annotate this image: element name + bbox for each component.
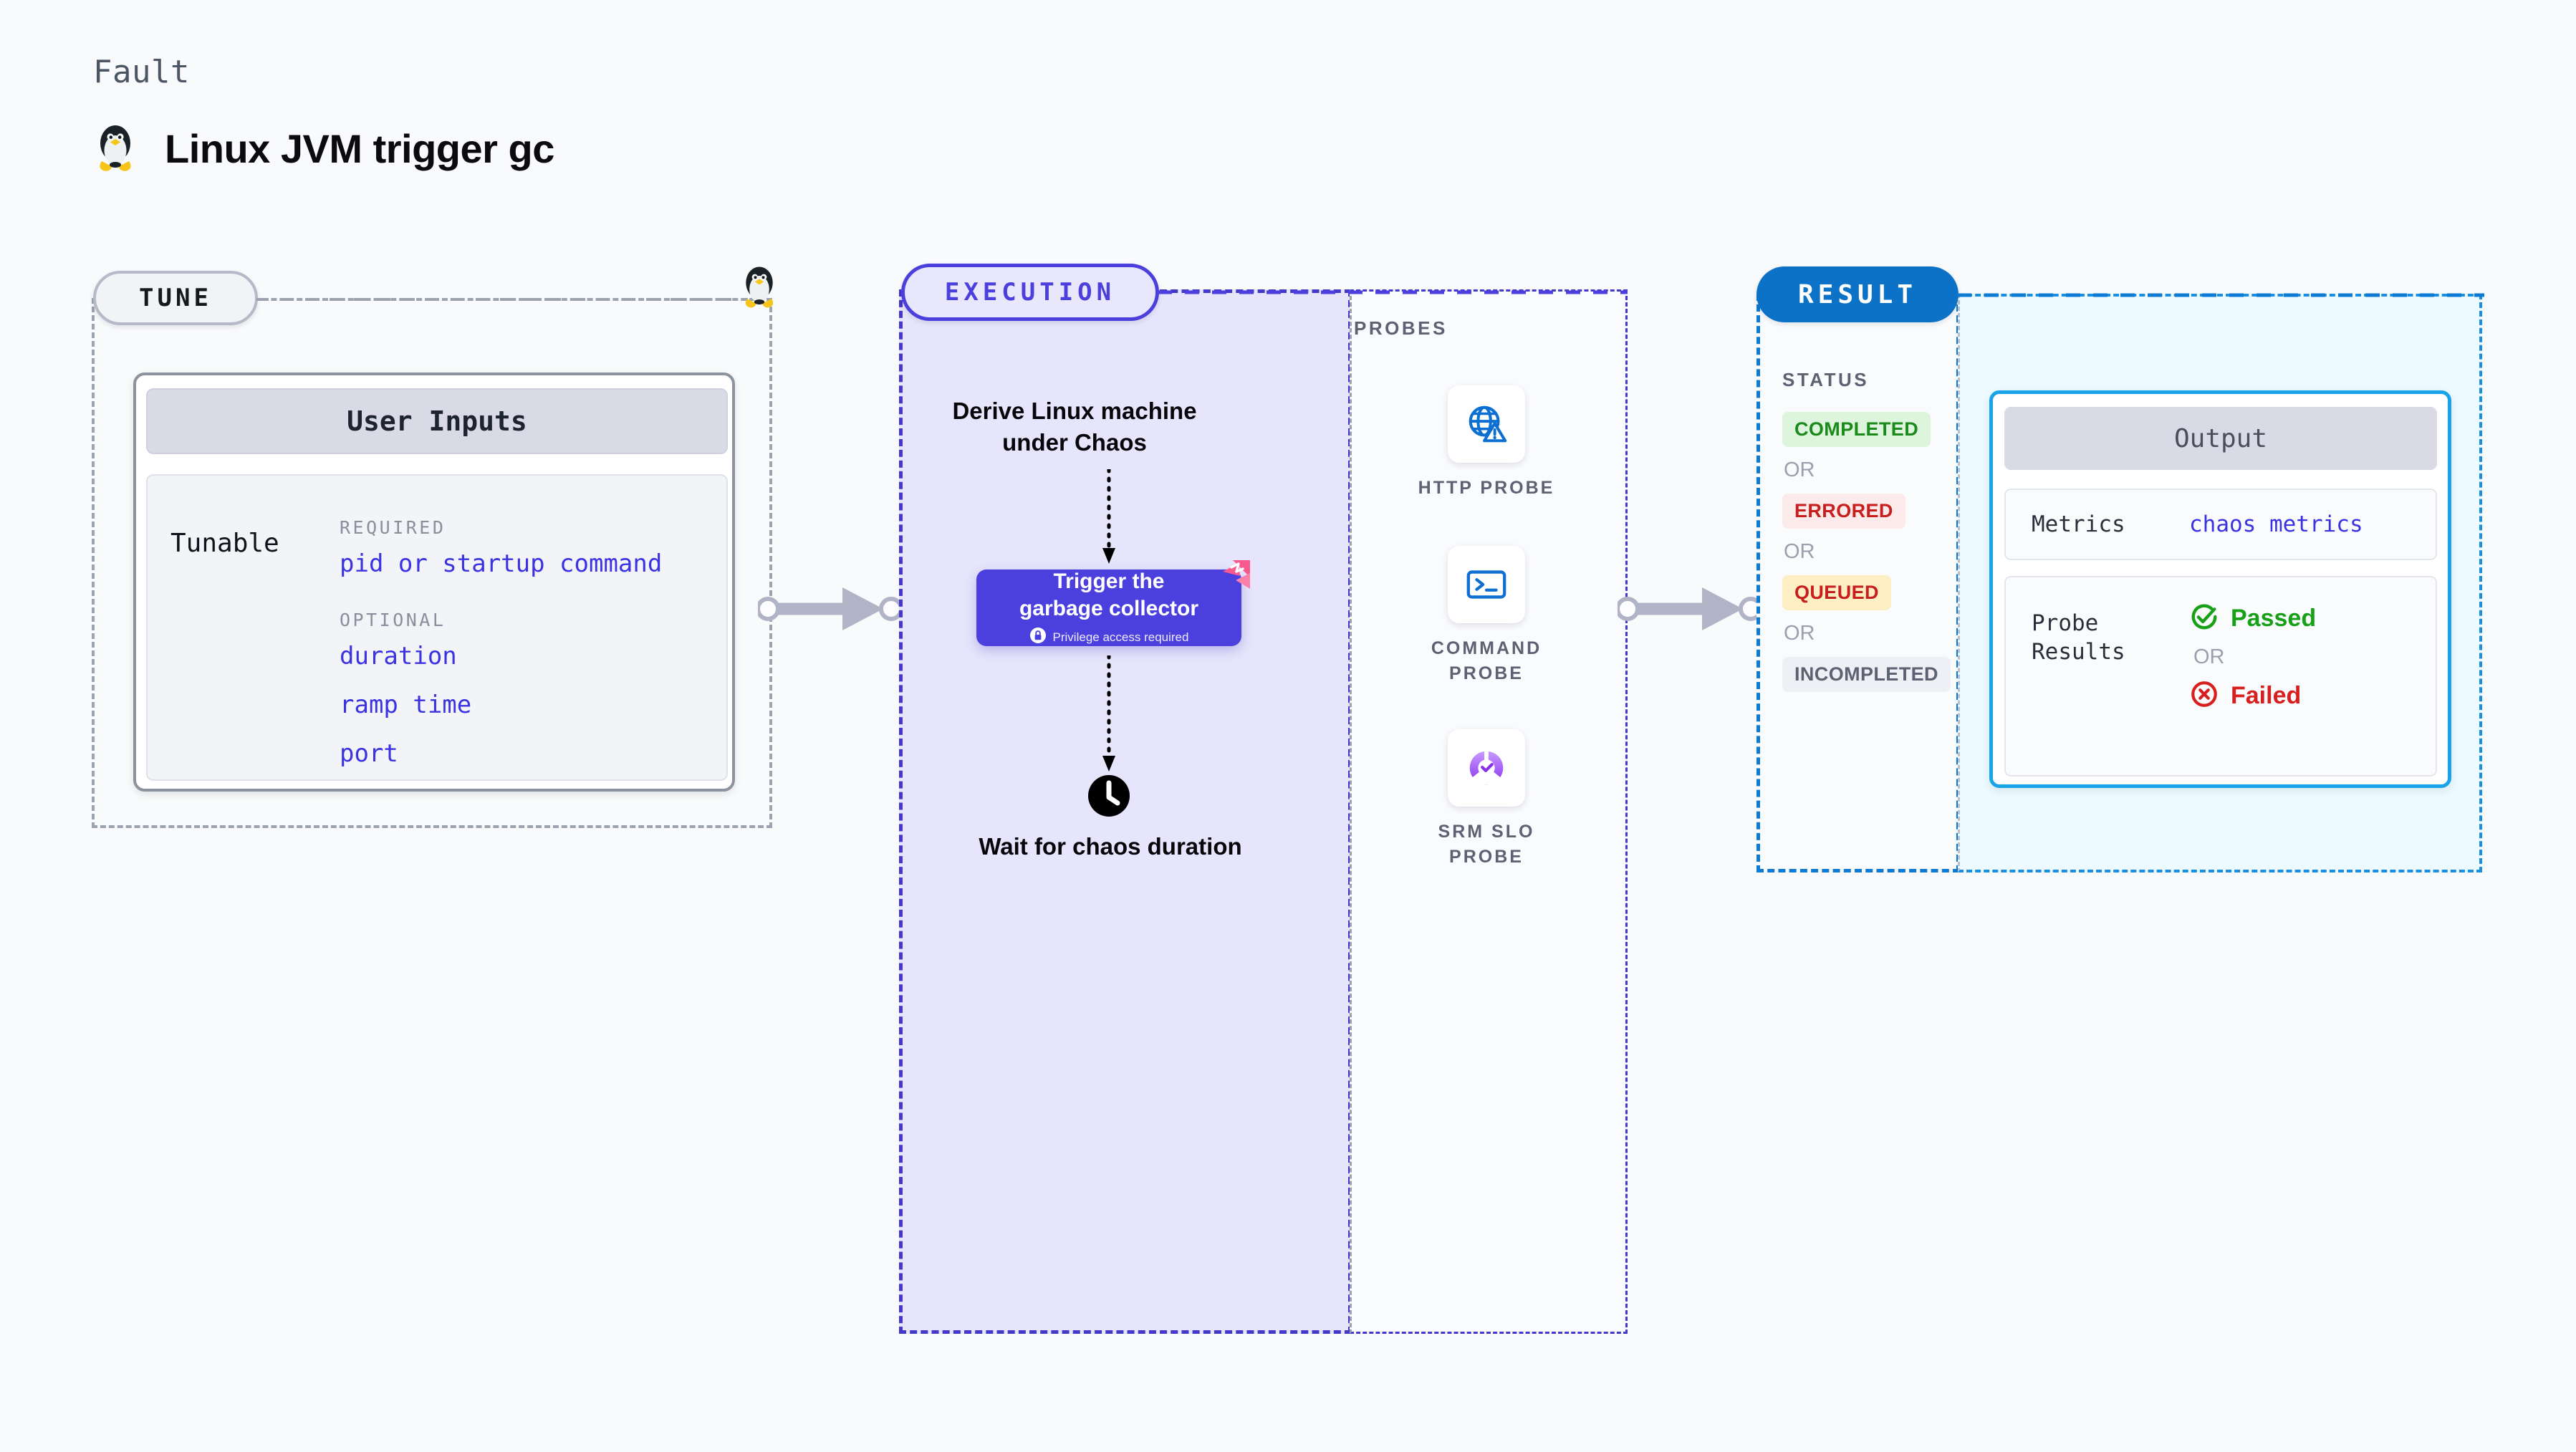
or-separator-3: OR xyxy=(1784,622,1815,645)
dotted-arrow-down-1 xyxy=(1102,469,1115,564)
user-inputs-card-header: User Inputs xyxy=(146,388,728,454)
connector-tune-to-execution xyxy=(758,587,901,630)
execution-action-title: Trigger the garbage collector xyxy=(1019,569,1199,620)
result-lead-dashed-line xyxy=(1957,293,2484,297)
status-section-label: STATUS xyxy=(1782,369,1870,390)
status-badge-list: COMPLETED OR ERRORED OR QUEUED OR INCOMP… xyxy=(1782,412,1951,692)
execution-panel xyxy=(899,289,1352,1334)
probe-command[interactable]: COMMAND PROBE xyxy=(1404,546,1569,686)
page-title: Linux JVM trigger gc xyxy=(165,125,554,171)
required-group-label: REQUIRED xyxy=(340,517,446,538)
execution-lead-dashed-line xyxy=(1158,290,1628,294)
probe-result-failed: Failed xyxy=(2189,679,2316,713)
probes-panel xyxy=(1350,289,1628,1334)
user-inputs-card: User Inputs Tunable REQUIRED pid or star… xyxy=(133,372,735,792)
globe-warning-icon xyxy=(1448,385,1525,463)
metrics-key-label: Metrics xyxy=(2032,511,2125,537)
status-badge-queued: QUEUED xyxy=(1782,575,1891,610)
probe-command-caption: COMMAND PROBE xyxy=(1431,638,1542,683)
result-pill-label[interactable]: RESULT xyxy=(1756,266,1959,322)
or-separator-1: OR xyxy=(1784,458,1815,481)
field-pid-or-startup-command[interactable]: pid or startup command xyxy=(340,549,663,578)
output-probe-results-row: Probe Results Passed OR xyxy=(2004,576,2437,777)
tune-lead-dashed-line xyxy=(256,298,748,301)
execution-action-box[interactable]: Trigger the garbage collector Privilege … xyxy=(976,560,1250,648)
execution-pill-label[interactable]: EXECUTION xyxy=(901,264,1159,321)
tux-penguin-border-icon xyxy=(739,264,779,314)
output-card: Output Metrics chaos metrics Probe Resul… xyxy=(1989,390,2451,788)
probe-http[interactable]: HTTP PROBE xyxy=(1404,385,1569,501)
privilege-note: Privilege access required xyxy=(1029,627,1189,648)
terminal-prompt-icon xyxy=(1448,546,1525,623)
optional-group-label: OPTIONAL xyxy=(340,610,446,630)
probe-srm-slo[interactable]: SRM SLO PROBE xyxy=(1404,729,1569,869)
field-port[interactable]: port xyxy=(340,739,398,768)
check-circle-icon xyxy=(2189,602,2219,635)
field-duration[interactable]: duration xyxy=(340,642,457,670)
probe-srm-caption: SRM SLO PROBE xyxy=(1438,822,1535,867)
tunable-section: Tunable REQUIRED pid or startup command … xyxy=(146,474,728,781)
status-badge-completed: COMPLETED xyxy=(1782,412,1931,447)
lock-icon xyxy=(1029,627,1047,648)
execution-step-derive-machine: Derive Linux machine under Chaos xyxy=(952,398,1197,456)
fault-eyebrow-label: Fault xyxy=(93,54,190,90)
x-circle-icon xyxy=(2189,679,2219,713)
probes-section-label: PROBES xyxy=(1354,317,1448,339)
failed-label: Failed xyxy=(2231,682,2302,709)
tunable-label: Tunable xyxy=(170,529,279,558)
dotted-arrow-down-2 xyxy=(1102,655,1115,771)
probe-results-key-label: Probe Results xyxy=(2032,610,2125,665)
passed-label: Passed xyxy=(2231,605,2317,632)
clock-icon xyxy=(1087,774,1131,822)
or-separator-probe: OR xyxy=(2193,645,2225,668)
probe-results-values: Passed OR Failed xyxy=(2189,602,2316,713)
tunable-fields-list: REQUIRED pid or startup command OPTIONAL… xyxy=(340,517,662,768)
probe-result-passed: Passed xyxy=(2189,602,2316,635)
output-metrics-row: Metrics chaos metrics xyxy=(2004,489,2437,560)
slo-donut-check-icon xyxy=(1448,729,1525,807)
connector-execution-to-result xyxy=(1618,587,1761,630)
litmuschaos-logo-icon xyxy=(1214,557,1251,598)
probe-http-caption: HTTP PROBE xyxy=(1418,478,1555,498)
execution-step-wait-duration: Wait for chaos duration xyxy=(979,833,1242,860)
status-badge-incompleted: INCOMPLETED xyxy=(1782,657,1951,692)
tux-penguin-icon xyxy=(93,122,138,175)
field-ramp-time[interactable]: ramp time xyxy=(340,691,472,719)
status-badge-errored: ERRORED xyxy=(1782,494,1905,529)
output-card-header: Output xyxy=(2004,407,2437,470)
or-separator-2: OR xyxy=(1784,540,1815,563)
fault-title-row: Linux JVM trigger gc xyxy=(93,122,554,175)
tune-pill-label[interactable]: TUNE xyxy=(93,271,258,325)
privilege-note-text: Privilege access required xyxy=(1052,630,1189,644)
metrics-value-link[interactable]: chaos metrics xyxy=(2189,511,2363,537)
